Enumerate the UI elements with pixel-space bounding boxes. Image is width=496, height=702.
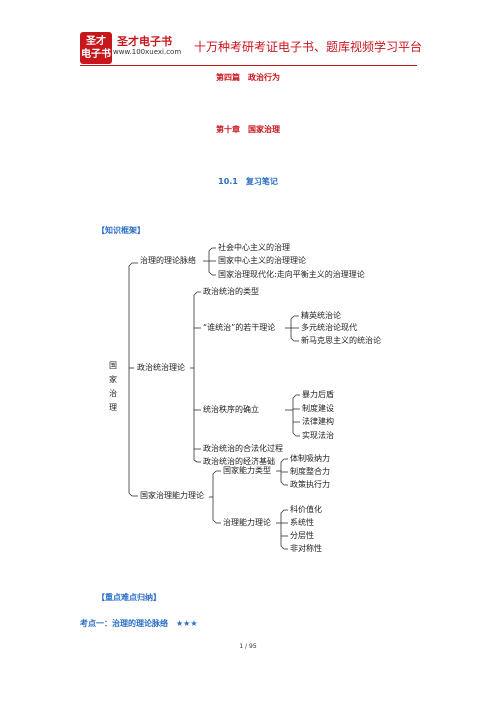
tree-leaf: 分层性: [290, 531, 314, 540]
page-number: 1 / 95: [239, 643, 257, 650]
tree-node-theory-lineage: 治理的理论脉络: [140, 256, 196, 265]
header-divider: [80, 65, 417, 66]
tree-leaf: 非对称性: [290, 544, 322, 553]
tree-root-char: 理: [109, 403, 117, 412]
header-slogan: 十万种考研考证电子书、题库视频学习平台: [194, 40, 423, 54]
tree-node-governance-capacity: 国家治理能力理论: [140, 491, 204, 500]
tree-leaf: 科价值化: [290, 505, 322, 514]
section-title: 10.1 复习笔记: [218, 177, 278, 186]
importance-stars: ★★★: [176, 619, 198, 628]
tree-leaf: 政治统治的合法化过程: [203, 444, 283, 453]
part-title: 第四篇 政治行为: [216, 73, 280, 82]
framework-label: 【知识框架】: [97, 226, 145, 235]
tree-leaf: 法律建构: [302, 417, 334, 426]
tree-leaf: 政治统治的类型: [203, 287, 259, 296]
tree-leaf: 国家治理现代化:走向平衡主义的治理理论: [218, 270, 365, 279]
tree-root-char: 治: [109, 389, 117, 398]
brand-url[interactable]: www.100xuexi.com: [113, 48, 182, 56]
exam-point-1-label: 考点一：治理的理论脉络: [80, 619, 168, 628]
tree-leaf: 政策执行力: [290, 480, 330, 489]
tree-node-rule-order: 统治秩序的确立: [203, 405, 259, 414]
tree-leaf: 社会中心主义的治理: [218, 243, 290, 252]
tree-node-who-rules: “谁统治”的若干理论: [203, 323, 276, 332]
tree-leaf: 制度整合力: [290, 467, 330, 476]
tree-node-capacity-types: 国家能力类型: [223, 466, 271, 475]
tree-root-char: 家: [109, 375, 117, 384]
tree-root-char: 国: [109, 361, 117, 370]
tree-leaf: 暴力后盾: [302, 390, 334, 399]
logo-line1: 圣才: [86, 36, 106, 47]
tree-leaf: 制度建设: [302, 404, 334, 413]
exam-point-1: 考点一：治理的理论脉络 ★★★: [80, 618, 198, 629]
brand-name: 圣才电子书: [117, 35, 172, 48]
tree-leaf: 精英统治论: [301, 311, 341, 320]
chapter-title: 第十章 国家治理: [216, 125, 280, 134]
tree-leaf: 多元统治论现代: [301, 323, 357, 332]
tree-leaf: 系统性: [290, 518, 314, 527]
tree-leaf: 政治统治的经济基础: [203, 457, 275, 466]
logo: 圣才 电子书: [80, 32, 112, 64]
logo-line2: 电子书: [81, 49, 111, 60]
tree-leaf: 新马克思主义的统治论: [301, 336, 381, 345]
tree-node-political-rule: 政治统治理论: [137, 363, 185, 372]
tree-leaf: 体制吸纳力: [290, 454, 330, 463]
tree-leaf: 实现法治: [302, 431, 334, 440]
key-points-label: 【重点难点归纳】: [97, 593, 161, 602]
tree-leaf: 国家中心主义的治理理论: [218, 256, 306, 265]
tree-node-capacity-theory: 治理能力理论: [223, 518, 271, 527]
